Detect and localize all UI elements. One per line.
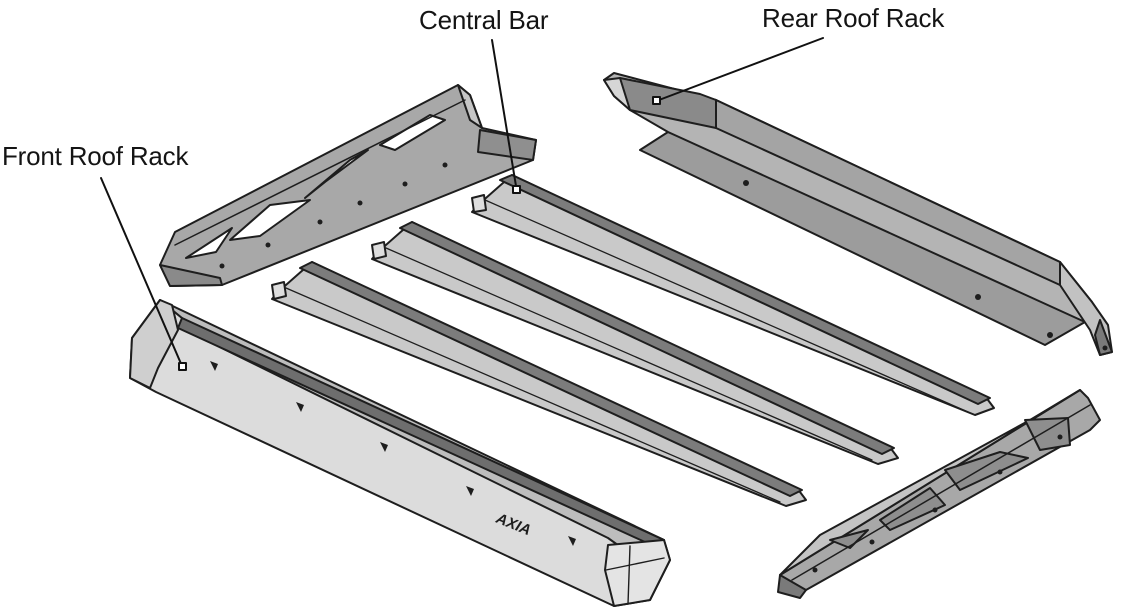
rear-roof-rack-marker — [652, 96, 661, 105]
rear-roof-rack-label: Rear Roof Rack — [762, 3, 945, 33]
central-bar-marker — [512, 185, 521, 194]
front-roof-rack-marker — [178, 362, 187, 371]
central-bar-label: Central Bar — [419, 5, 549, 35]
rear-roof-rack — [603, 72, 1113, 356]
slat-front — [271, 261, 807, 507]
left-upper-side-rail — [159, 84, 537, 287]
front-roof-rack-label: Front Roof Rack — [2, 141, 189, 171]
right-lower-side-rail — [777, 389, 1101, 599]
central-bar — [471, 174, 995, 416]
slat-middle — [371, 221, 899, 465]
central-bar-leader — [491, 39, 517, 187]
front-roof-rack-leader — [100, 177, 183, 367]
callout-leaders — [100, 37, 824, 371]
front-roof-rack — [129, 299, 671, 607]
rear-roof-rack-leader — [658, 37, 824, 101]
